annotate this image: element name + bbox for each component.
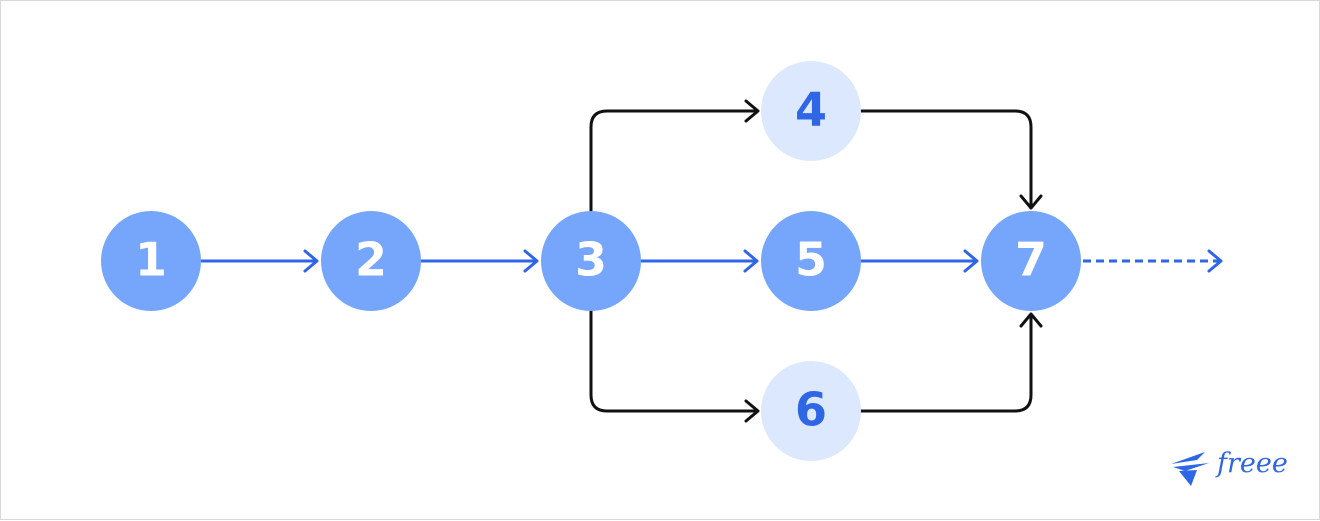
node-7: 7 [981,211,1081,311]
edge-3-4 [589,109,759,215]
edge-3-4-arrowhead [744,99,760,123]
node-4: 4 [761,61,861,161]
logo-text: freee [1215,448,1288,479]
edge-4-7-arrowhead [1019,194,1043,210]
edge-6-7 [859,313,1033,413]
edge-1-2-arrowhead [303,249,319,273]
freee-logo: freee [1171,448,1288,486]
edges-black [589,99,1043,423]
edge-3-5-arrowhead [743,249,759,273]
node-2-label: 2 [355,233,387,287]
edge-4-7 [859,109,1033,209]
node-4-label: 4 [795,83,827,137]
node-5-label: 5 [795,233,827,287]
node-1: 1 [101,211,201,311]
node-6: 6 [761,361,861,461]
edge-3-6 [589,307,759,413]
node-3-label: 3 [575,233,607,287]
node-3: 3 [541,211,641,311]
bird-icon [1171,452,1209,486]
node-2: 2 [321,211,421,311]
edge-6-7-arrowhead [1019,312,1043,328]
node-7-label: 7 [1015,233,1047,287]
node-6-label: 6 [795,383,827,437]
edge-5-7-arrowhead [963,249,979,273]
edge-7-continuation-arrowhead [1207,249,1223,273]
node-1-label: 1 [135,233,167,287]
node-5: 5 [761,211,861,311]
edges-blue [201,249,1223,273]
edge-3-6-arrowhead [744,399,760,423]
edge-2-3-arrowhead [523,249,539,273]
